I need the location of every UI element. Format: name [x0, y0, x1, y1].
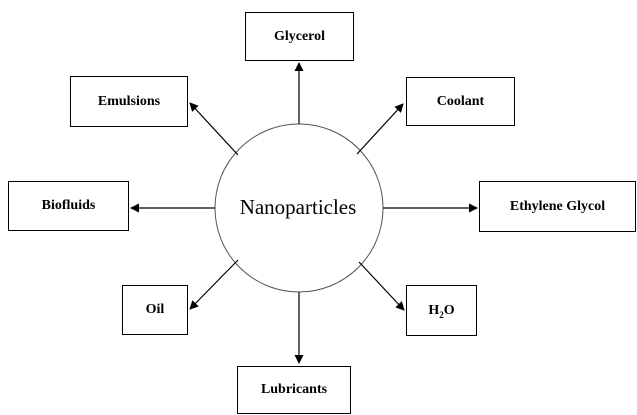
node-water-label: H2O [428, 302, 455, 320]
center-label: Nanoparticles [239, 194, 357, 219]
arrow-to-emulsions [189, 102, 239, 156]
node-biofluids-label: Biofluids [41, 198, 96, 213]
node-water: H2O [406, 285, 477, 336]
node-ethylene-glycol-label: Ethylene Glycol [509, 198, 606, 214]
node-ethylene-glycol: Ethylene Glycol [479, 181, 636, 232]
node-lubricants-label: Lubricants [260, 382, 328, 397]
arrow-to-oil [189, 259, 239, 310]
node-glycerol-label: Glycerol [273, 28, 326, 44]
node-biofluids: Biofluids [8, 181, 129, 231]
node-glycerol: Glycerol [245, 12, 354, 61]
node-coolant-label: Coolant [436, 93, 485, 109]
node-coolant: Coolant [406, 77, 515, 126]
node-oil-label: Oil [145, 302, 165, 317]
arrow-to-water [358, 261, 405, 311]
node-emulsions: Emulsions [70, 76, 188, 127]
node-emulsions-label: Emulsions [97, 93, 161, 109]
node-lubricants: Lubricants [237, 366, 351, 414]
arrow-to-coolant [356, 103, 404, 155]
node-oil: Oil [122, 285, 188, 335]
